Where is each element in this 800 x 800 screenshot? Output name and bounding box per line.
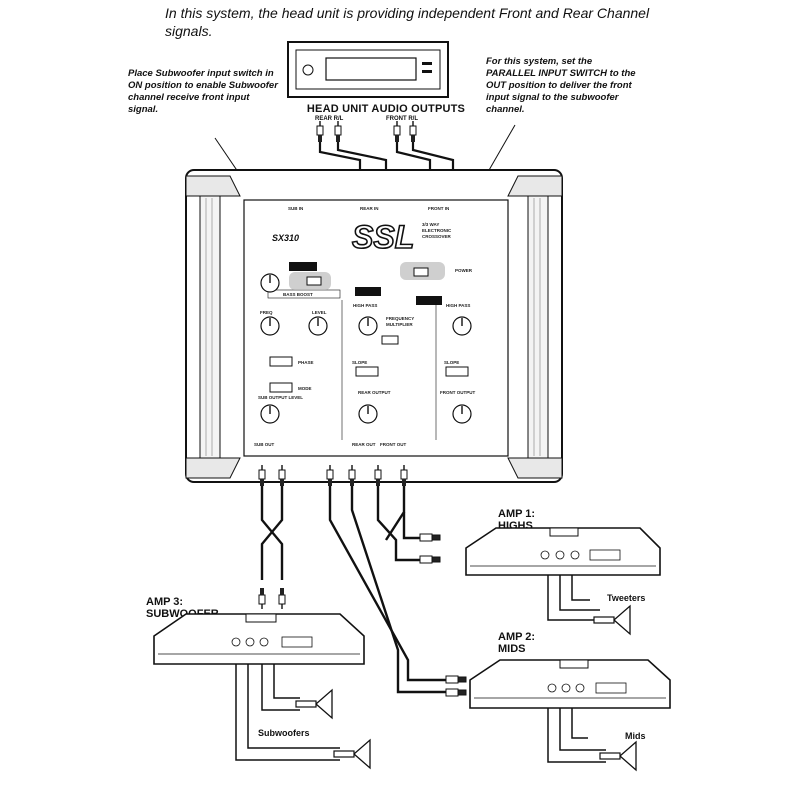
- svg-text:CROSSOVER: CROSSOVER: [422, 234, 452, 239]
- svg-text:3/3 WAY: 3/3 WAY: [422, 222, 439, 227]
- head-unit-outputs-title: HEAD UNIT AUDIO OUTPUTS: [306, 103, 466, 115]
- amp1: [465, 527, 661, 635]
- svg-text:REAR OUT: REAR OUT: [352, 442, 376, 447]
- amp2-title: AMP 2:MIDS: [498, 631, 536, 655]
- svg-text:FRONT IN: FRONT IN: [428, 206, 449, 211]
- mids-label: Mids: [625, 731, 646, 741]
- svg-text:MULTIPLIER: MULTIPLIER: [386, 322, 413, 327]
- tweeters-label: Tweeters: [607, 593, 646, 603]
- ssl-logo: SSL: [352, 219, 414, 255]
- svg-text:REAR OUTPUT: REAR OUTPUT: [358, 390, 391, 395]
- svg-text:SUB OUTPUT LEVEL: SUB OUTPUT LEVEL: [258, 395, 303, 400]
- front-rl-label: FRONT R/L: [386, 116, 418, 122]
- head-unit: [287, 41, 449, 98]
- svg-text:LEVEL: LEVEL: [312, 310, 327, 315]
- svg-text:HIGH PASS: HIGH PASS: [353, 303, 377, 308]
- svg-text:FREQUENCY: FREQUENCY: [386, 316, 414, 321]
- parallel-switch-note: For this system, set the PARALLEL INPUT …: [486, 56, 636, 115]
- svg-text:FRONT OUTPUT: FRONT OUTPUT: [440, 390, 475, 395]
- subwoofers-label: Subwoofers: [258, 728, 310, 738]
- output-cables: [260, 478, 460, 694]
- svg-text:REAR IN: REAR IN: [360, 206, 379, 211]
- svg-text:FRONT OUT: FRONT OUT: [380, 442, 406, 447]
- amp3: [153, 613, 371, 769]
- rear-rl-label: REAR R/L: [315, 116, 344, 122]
- svg-text:PHASE: PHASE: [298, 360, 314, 365]
- svg-text:SLOPE: SLOPE: [444, 360, 459, 365]
- svg-text:HIGH PASS: HIGH PASS: [446, 303, 470, 308]
- model-label: SX310: [272, 233, 299, 243]
- svg-text:POWER: POWER: [455, 268, 473, 273]
- svg-text:ELECTRONIC: ELECTRONIC: [422, 228, 452, 233]
- svg-text:FREQ: FREQ: [260, 310, 273, 315]
- svg-text:SUB OUT: SUB OUT: [254, 442, 275, 447]
- head-unit-cables: [318, 136, 455, 175]
- svg-text:SUB IN: SUB IN: [288, 206, 303, 211]
- crossover-unit: SSL SX310 3/3 WAY ELECTRONIC CROSSOVER B…: [185, 169, 563, 483]
- svg-text:MODE: MODE: [298, 386, 312, 391]
- amp2: [469, 659, 671, 771]
- svg-text:SLOPE: SLOPE: [352, 360, 367, 365]
- diagram-caption: In this system, the head unit is providi…: [165, 5, 650, 39]
- subwoofer-switch-note: Place Subwoofer input switch in ON posit…: [128, 68, 278, 115]
- svg-text:BASS BOOST: BASS BOOST: [283, 292, 313, 297]
